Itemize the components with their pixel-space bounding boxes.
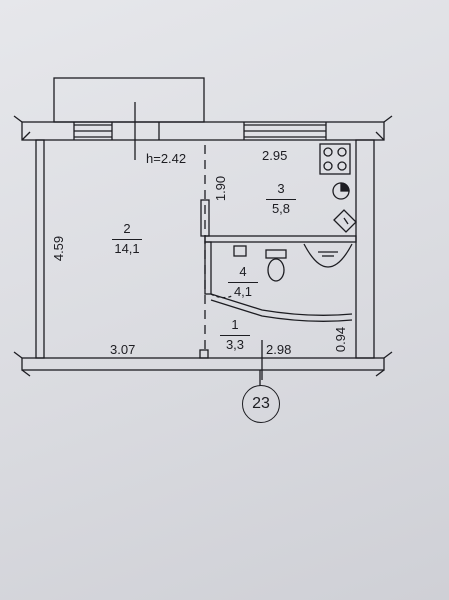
room4-area: 4,1	[228, 282, 258, 298]
room2-width-dimension: 3.07	[110, 342, 136, 357]
room4-number: 4	[239, 264, 247, 279]
kitchen-bathroom-wall	[204, 235, 357, 243]
left-exterior-wall	[35, 139, 45, 359]
apartment-number: 23	[252, 395, 270, 412]
kitchen-width-dimension: 2.95	[262, 148, 288, 163]
top-exterior-wall	[21, 121, 385, 141]
room3-number: 3	[277, 181, 285, 196]
bottom-exterior-wall	[21, 357, 385, 371]
room3-area: 5,8	[266, 199, 296, 215]
kitchen-depth-dimension: 1.90	[213, 175, 229, 202]
room2-area: 14,1	[112, 239, 142, 255]
balcony	[53, 77, 205, 123]
apartment-number-badge: 23	[242, 385, 280, 423]
washbasin	[303, 243, 353, 268]
window-top-right	[243, 122, 327, 140]
toilet	[265, 249, 287, 282]
room2-number: 2	[123, 221, 131, 236]
window-top-left	[73, 122, 113, 140]
hall-width-dimension: 2.98	[266, 342, 292, 357]
room1-number: 1	[231, 317, 239, 332]
ceiling-height-label: h=2.42	[146, 151, 187, 166]
right-exterior-wall	[355, 139, 375, 359]
hall-depth-dimension: 0.94	[333, 326, 349, 353]
room1-area: 3,3	[220, 335, 250, 351]
kitchen-sink	[333, 209, 357, 233]
boiler	[332, 182, 350, 200]
stove	[319, 143, 351, 175]
room2-depth-dimension: 4.59	[51, 235, 67, 262]
